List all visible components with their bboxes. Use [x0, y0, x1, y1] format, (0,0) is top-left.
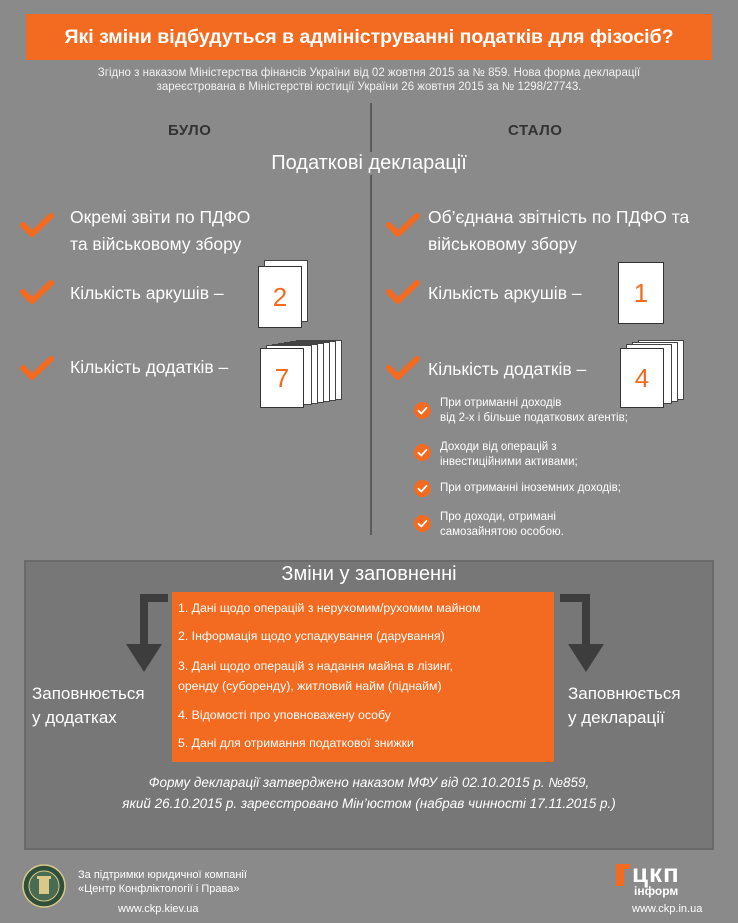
- logo-sub-text: інформ: [634, 884, 679, 898]
- before-appendices-stack: 7: [260, 340, 350, 412]
- support-line-1: За підтримки юридичної компанії: [78, 869, 247, 881]
- check-circle-icon: [414, 402, 431, 419]
- approval-note-line-2: який 26.10.2015 р. зареєстровано Мін’юст…: [122, 796, 616, 811]
- left-fill-label-line-1: Заповнюється: [32, 684, 145, 703]
- left-fill-label: Заповнюється у додатках: [32, 682, 145, 730]
- before-sheets-value: 2: [258, 266, 302, 328]
- bullet-line: самозайнятою особою.: [440, 526, 564, 538]
- before-reports-line-1: Окремі звіти по ПДФО: [70, 207, 251, 227]
- after-sheets-label: Кількість аркушів –: [428, 283, 582, 303]
- bullet-line: При отриманні доходів: [440, 397, 562, 409]
- list-item: 2. Інформація щодо успадкування (даруван…: [178, 629, 445, 643]
- right-fill-label: Заповнюється у декларації: [568, 682, 681, 730]
- subtitle-line-1: Згідно з наказом Міністерства фінансів У…: [97, 67, 641, 79]
- bullet-line: При отриманні іноземних доходів;: [440, 482, 621, 494]
- list-item: 5. Дані для отримання податкової знижки: [178, 736, 414, 750]
- check-circle-icon: [414, 515, 431, 532]
- check-icon: [386, 279, 420, 305]
- bullet-line: Про доходи, отримані: [440, 511, 556, 523]
- before-appendices-value: 7: [260, 348, 304, 408]
- check-icon: [20, 212, 54, 238]
- column-heading-after: СТАЛО: [508, 122, 563, 139]
- bullet-line: інвестиційними активами;: [440, 456, 578, 468]
- after-sheets-stack: 1: [618, 258, 668, 328]
- subtitle-line-2: зареєстрована в Міністерстві юстиції Укр…: [156, 81, 582, 93]
- approval-note-line-1: Форму декларації затверджено наказом МФУ…: [148, 775, 590, 790]
- list-item: 3. Дані щодо операцій з надання майна в …: [178, 659, 453, 673]
- bullet-line: Доходи від операцій з: [440, 441, 557, 453]
- logo-main-text: цкп: [632, 858, 680, 888]
- left-fill-label-line-2: у додатках: [32, 708, 117, 727]
- check-circle-icon: [414, 444, 431, 461]
- before-sheets-label: Кількість аркушів –: [70, 283, 224, 303]
- after-reports-line-2: військовому збору: [428, 234, 577, 254]
- subtitle: Згідно з наказом Міністерства фінансів У…: [20, 66, 718, 94]
- section-title-text: Податкові декларації: [263, 152, 475, 174]
- list-item: 1. Дані щодо операцій з нерухомим/рухоми…: [178, 601, 481, 615]
- arrow-down-left-icon: [126, 594, 168, 672]
- column-divider: [370, 103, 372, 535]
- check-icon: [386, 212, 420, 238]
- logo-link[interactable]: www.ckp.in.ua: [632, 903, 703, 915]
- page-title: Які зміни відбудуться в адмініструванні …: [26, 14, 712, 60]
- after-appendices-stack: 4: [620, 340, 690, 412]
- right-fill-label-line-2: у декларації: [568, 708, 665, 727]
- before-reports-line-2: та військовому збору: [70, 234, 242, 254]
- support-line-2: «Центр Конфліктології і Права»: [78, 883, 240, 895]
- check-icon: [386, 355, 420, 381]
- bullet-item: При отриманні іноземних доходів;: [440, 481, 621, 496]
- list-item: оренду (суборенду), житловий найм (підна…: [178, 679, 442, 693]
- bullet-line: від 2-х і більше податкових агентів;: [440, 412, 628, 424]
- check-icon: [20, 355, 54, 381]
- check-icon: [20, 279, 54, 305]
- after-sheets-value: 1: [618, 262, 664, 324]
- list-item: 4. Відомості про уповноважену особу: [178, 708, 391, 722]
- after-reports-text: Об’єднана звітність по ПДФО та військово…: [428, 204, 689, 258]
- right-fill-label-line-1: Заповнюється: [568, 684, 681, 703]
- section-title: Податкові декларації: [0, 152, 738, 175]
- column-heading-before: БУЛО: [168, 122, 212, 139]
- support-text: За підтримки юридичної компанії «Центр К…: [78, 868, 247, 896]
- after-appendices-label: Кількість додатків –: [428, 359, 587, 379]
- ckp-inform-logo: цкп інформ: [616, 858, 706, 900]
- support-link[interactable]: www.ckp.kiev.ua: [118, 903, 199, 915]
- after-reports-line-1: Об’єднана звітність по ПДФО та: [428, 207, 690, 227]
- before-reports-text: Окремі звіти по ПДФО та військовому збор…: [70, 204, 250, 258]
- before-appendices-label: Кількість додатків –: [70, 357, 229, 377]
- before-sheets-stack: 2: [258, 260, 310, 330]
- arrow-down-right-icon: [560, 594, 604, 672]
- bullet-item: Про доходи, отримані самозайнятою особою…: [440, 510, 564, 540]
- after-appendices-value: 4: [620, 348, 664, 408]
- company-seal-logo: [22, 864, 66, 908]
- check-circle-icon: [414, 480, 431, 497]
- bullet-item: Доходи від операцій з інвестиційними акт…: [440, 440, 578, 470]
- bullet-item: При отриманні доходів від 2-х і більше п…: [440, 396, 628, 426]
- approval-note: Форму декларації затверджено наказом МФУ…: [40, 772, 698, 814]
- changes-title: Зміни у заповненні: [281, 563, 457, 585]
- changes-list: 1. Дані щодо операцій з нерухомим/рухоми…: [172, 592, 554, 762]
